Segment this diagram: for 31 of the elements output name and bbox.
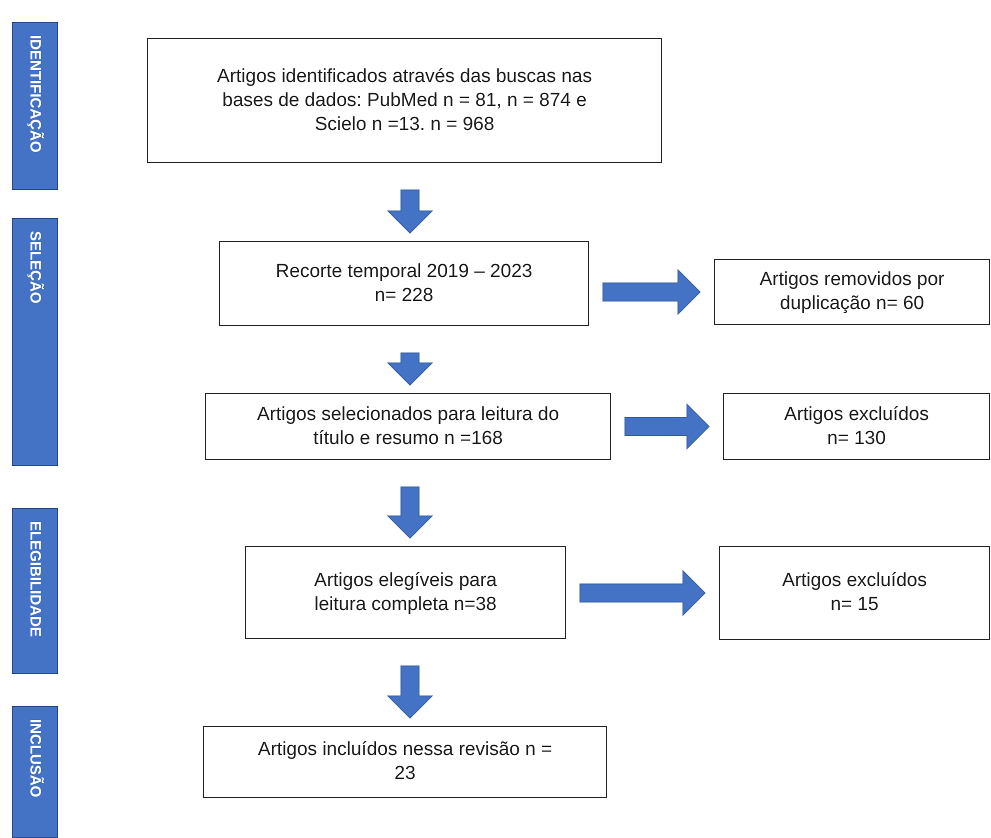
block-arrow	[386, 666, 434, 719]
box-text: Recorte temporal 2019 – 2023 n= 228	[274, 260, 534, 308]
box-text: Artigos incluídos nessa revisão n = 23	[256, 738, 554, 786]
block-arrow	[386, 486, 434, 539]
box-text: Artigos removidos por duplicação n= 60	[758, 268, 946, 316]
stage-band	[12, 508, 58, 674]
process-box	[147, 38, 662, 163]
box-text: Artigos identificados através das buscas nas bases de dados: PubMed n = 81, n = 874 e Scielo n =13. n = 968	[216, 64, 593, 136]
stage-label: INCLUSÃO	[28, 719, 42, 798]
box-text: Artigos excluídos n= 130	[783, 402, 930, 450]
stage-band	[12, 706, 58, 838]
process-box	[723, 393, 990, 460]
process-box	[714, 259, 990, 325]
block-arrow	[386, 190, 434, 234]
block-arrow	[602, 268, 701, 316]
block-arrow	[624, 403, 710, 450]
block-arrow	[386, 352, 434, 386]
box-text: Artigos elegíveis para leitura completa n=38	[313, 568, 498, 616]
process-box	[205, 393, 611, 460]
stage-label: IDENTIFICAÇÃO	[28, 35, 42, 152]
process-box	[245, 546, 566, 639]
stage-label: ELEGIBILIDADE	[28, 521, 42, 637]
stage-label: SELEÇÃO	[28, 231, 42, 304]
stage-band	[12, 218, 58, 466]
process-box	[719, 546, 990, 640]
box-text: Artigos selecionados para leitura do título e resumo n =168	[256, 402, 560, 450]
process-box	[219, 241, 589, 326]
stage-band	[12, 22, 58, 190]
box-text: Artigos excluídos n= 15	[781, 569, 928, 617]
block-arrow	[580, 570, 706, 616]
process-box	[203, 726, 607, 798]
